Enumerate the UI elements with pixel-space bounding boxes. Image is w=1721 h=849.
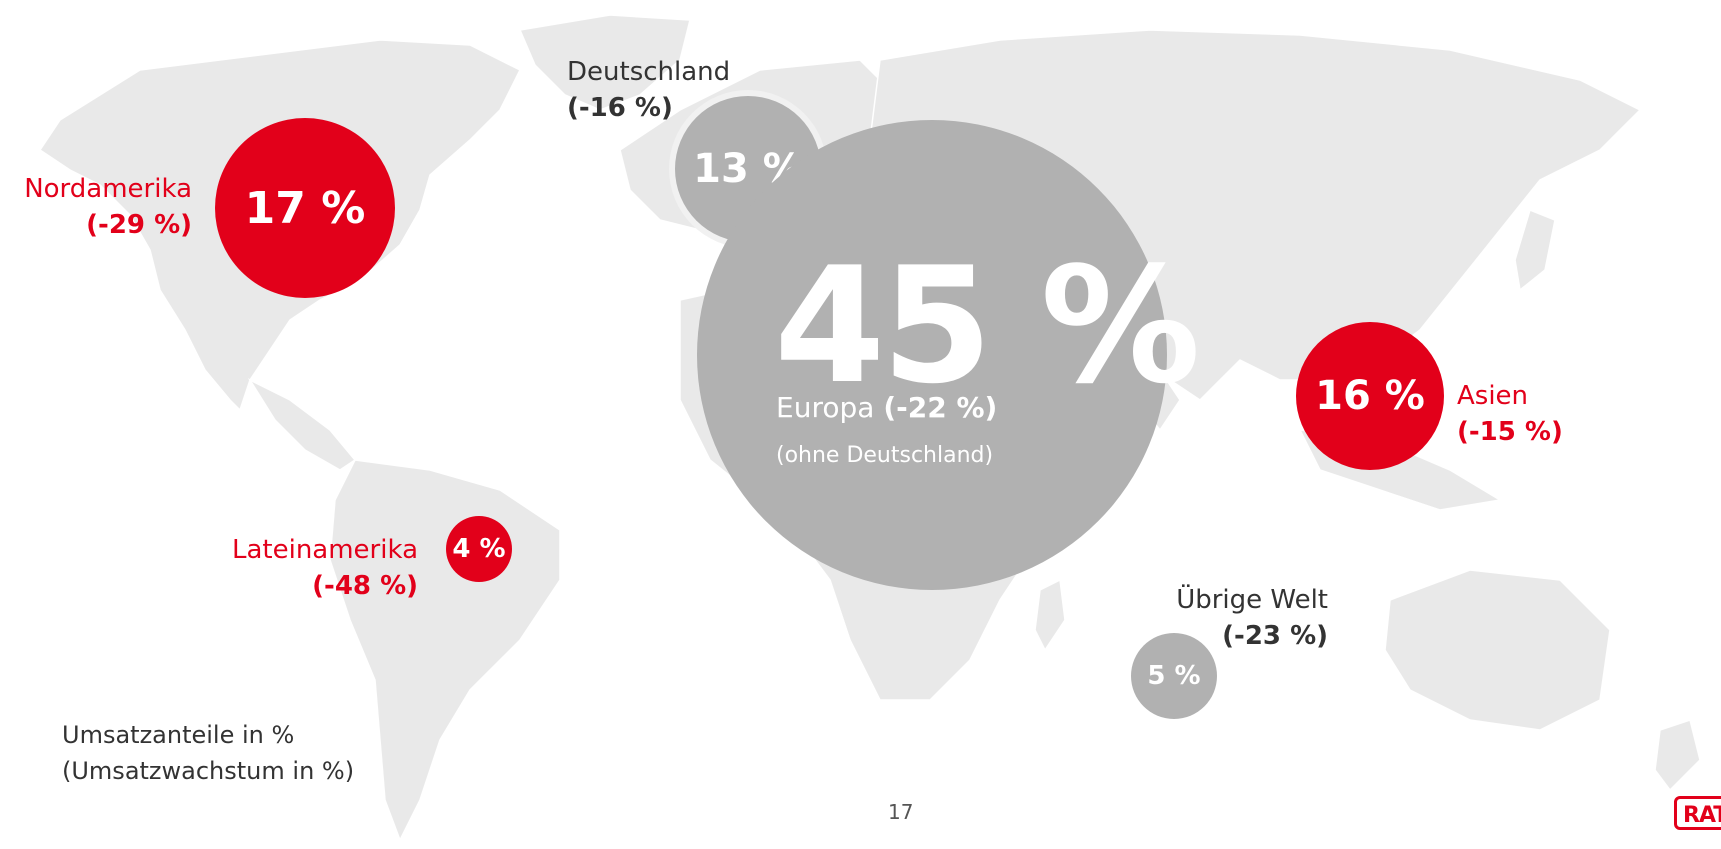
growth-deutschland: (-16 %) xyxy=(567,93,673,123)
page-number: 17 xyxy=(888,800,914,824)
legend: Umsatzanteile in % (Umsatzwachstum in %) xyxy=(62,717,354,789)
share-europa: 45 % xyxy=(774,232,1201,419)
bubble-asien: 16 % xyxy=(1296,322,1444,470)
share-asien: 16 % xyxy=(1315,373,1425,419)
name-europa: Europa xyxy=(776,391,875,424)
legend-line-1: Umsatzanteile in % xyxy=(62,721,295,749)
label-asien: Asien (-15 %) xyxy=(1457,378,1563,450)
bubble-nordamerika: 17 % xyxy=(215,118,395,298)
name-lateinamerika: Lateinamerika xyxy=(231,535,418,565)
share-nordamerika: 17 % xyxy=(244,182,366,234)
name-nordamerika: Nordamerika xyxy=(24,174,192,204)
growth-europa: (-22 %) xyxy=(883,391,998,424)
landmass-south-america xyxy=(329,459,561,842)
label-deutschland: Deutschland (-16 %) xyxy=(567,54,730,126)
bubble-uebrige: 5 % xyxy=(1131,633,1217,719)
growth-uebrige: (-23 %) xyxy=(1222,621,1328,651)
share-lateinamerika: 4 % xyxy=(452,534,506,564)
name-deutschland: Deutschland xyxy=(567,57,731,87)
landmass-japan xyxy=(1514,208,1556,292)
landmass-central-america xyxy=(247,378,357,471)
label-nordamerika: Nordamerika (-29 %) xyxy=(0,171,192,243)
note-europa: (ohne Deutschland) xyxy=(776,443,994,468)
label-lateinamerika: Lateinamerika (-48 %) xyxy=(190,532,418,604)
landmass-australia xyxy=(1384,569,1611,731)
growth-nordamerika: (-29 %) xyxy=(86,210,192,240)
landmass-greenland xyxy=(518,14,691,111)
name-uebrige: Übrige Welt xyxy=(1176,585,1328,615)
name-asien: Asien xyxy=(1457,381,1529,411)
growth-lateinamerika: (-48 %) xyxy=(312,571,418,601)
bubble-lateinamerika: 4 % xyxy=(446,516,512,582)
label-europa: Europa (-22 %) xyxy=(776,391,997,424)
bubble-europa xyxy=(697,120,1167,590)
legend-line-2: (Umsatzwachstum in %) xyxy=(62,757,355,785)
landmass-new-zealand xyxy=(1654,719,1701,792)
label-uebrige: Übrige Welt (-23 %) xyxy=(1100,582,1328,654)
share-uebrige: 5 % xyxy=(1147,661,1201,691)
landmass-madagascar xyxy=(1034,578,1066,652)
growth-asien: (-15 %) xyxy=(1457,417,1563,447)
company-logo: RAT xyxy=(1674,796,1721,830)
